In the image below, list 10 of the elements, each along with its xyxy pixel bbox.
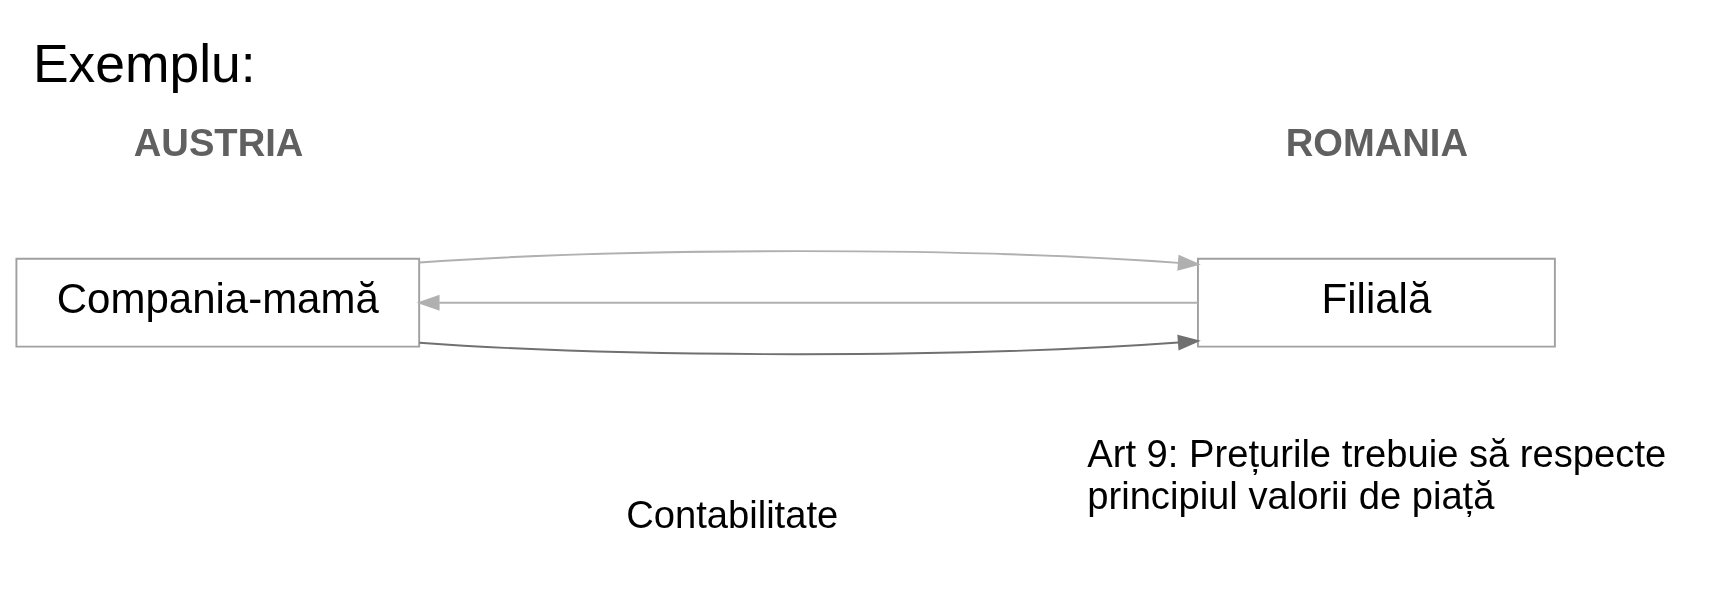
label: Contabilitate — [626, 492, 839, 536]
arrow — [416, 294, 1199, 311]
node-box: Filială — [1197, 257, 1556, 348]
label: AUSTRIA — [133, 120, 304, 164]
arrow — [418, 249, 1201, 271]
diagram-title: Exemplu: — [32, 33, 256, 93]
label: Art 9: Prețurile trebuie să respecte principiul valorii de piață — [1087, 431, 1667, 517]
arrow — [418, 334, 1201, 355]
node-box: Compania-mamă — [15, 257, 421, 348]
label: ROMANIA — [1285, 120, 1469, 164]
